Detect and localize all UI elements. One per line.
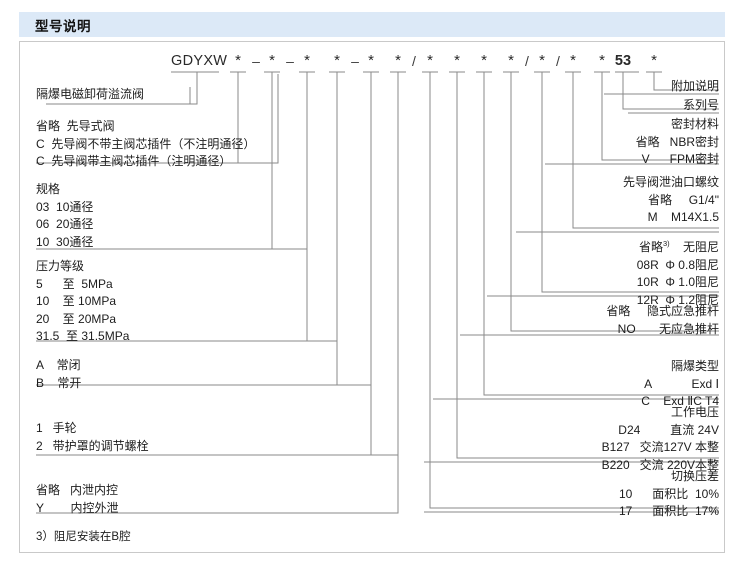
model-code-token-9: / [412,53,416,69]
group-line: NO 无应急推杆 [617,321,719,336]
model-code-token-2: * [269,52,275,69]
group-pressure-rating: 压力等级 5 至 5MPa 10 至 10MPa 20 至 20MPa 31.5… [36,258,129,346]
model-code-token-8: * [395,52,401,69]
model-code-token-4: * [304,52,310,69]
model-code-token-12: * [481,52,487,69]
model-code-token-6: – [351,53,359,69]
group-line: 2 带护罩的调节螺栓 [36,438,149,453]
model-code-token-0: * [235,52,241,69]
group-drain-control: 省略 内泄内控 Y 内控外泄 [36,482,118,517]
group-line: B220 交流 220V本整 [601,457,719,472]
group-line: 1 手轮 [36,421,77,435]
model-code-token-13: * [508,52,514,69]
group-switch-pressure-diff: 切换压差 10 面积比 10% 17 面积比 17% [489,468,719,521]
damping-none-label: 省略 [638,240,663,254]
group-line: 省略 先导式阀 [36,119,115,133]
footnote-marker: 3) [662,239,670,248]
damping-none-tail: 无阻尼 [669,240,719,254]
group-line: 省略 隐式应急推杆 [606,304,719,318]
page-title: 型号说明 [35,18,91,34]
group-pilot-type: 省略 先导式阀 C 先导阀不带主阀芯插件（不注明通径） C 先导阀带主阀芯插件（… [36,118,255,171]
group-size-spec: 规格 03 10通径 06 20通径 10 30通径 [36,181,93,251]
model-code-token-7: * [368,52,374,69]
group-line: C Exd ⅡC T4 [641,394,719,408]
model-code-token-19: 53 [614,53,632,69]
model-code-token-1: – [252,53,260,69]
model-code-token-17: * [570,52,576,69]
group-line: M M14X1.5 [647,210,719,224]
group-line: 31.5 至 31.5MPa [36,329,130,343]
group-line: 20 至 20MPa [36,311,117,326]
group-line: 系列号 [682,98,719,112]
group-line: 省略 NBR密封 [635,134,719,149]
model-code-token-18: * [599,52,605,69]
model-code-token-11: * [454,52,460,69]
group-product-name: 隔爆电磁卸荷溢流阀 [36,86,144,104]
group-series-number: 系列号 [519,97,719,115]
model-code-row: GDYXW *–*–**–**/****/*/**53* [0,52,744,74]
group-line: 08R Φ 0.8阻尼 [636,257,719,272]
group-line: 03 10通径 [36,199,94,214]
group-line: 5 至 5MPa [36,276,113,291]
group-line: A 常闭 [36,358,81,372]
group-line: 切换压差 [670,469,719,483]
group-line: 隔爆电磁卸荷溢流阀 [36,87,145,101]
model-code-token-3: – [286,53,294,69]
group-additional-note: 附加说明 [519,78,719,96]
group-line: 10 30通径 [36,234,94,249]
group-line: 06 20通径 [36,217,94,231]
model-code-token-15: * [539,52,545,69]
group-line: 17 面积比 17% [618,504,719,518]
footnote-text: 3）阻尼安装在B腔 [36,531,131,543]
group-damping-orifice: 省略3) 无阻尼 08R Φ 0.8阻尼 10R Φ 1.0阻尼 12R Φ 1… [499,239,719,309]
model-code-token-5: * [334,52,340,69]
group-line: B127 交流127V 本整 [601,440,719,454]
group-explosion-proof-type: 隔爆类型 A Exd Ⅰ C Exd ⅡC T4 [499,358,719,411]
group-line: 压力等级 [36,259,85,273]
group-emergency-pushrod: 省略 隐式应急推杆 NO 无应急推杆 [499,303,719,338]
group-line: V FPM密封 [641,152,719,166]
group-line: 省略 G1/4" [648,192,719,207]
model-code-prefix: GDYXW [171,53,228,69]
model-code-token-16: / [556,53,560,69]
group-pilot-drain-thread: 先导阀泄油口螺纹 省略 G1/4" M M14X1.5 [499,174,719,227]
group-line: 工作电压 [670,405,719,419]
group-line: 附加说明 [670,79,719,93]
group-line-damping-none: 省略3) 无阻尼 [499,239,719,257]
group-line: 规格 [36,182,61,196]
group-seal-material: 密封材料 省略 NBR密封 V FPM密封 [499,116,719,169]
group-working-voltage: 工作电压 D24 直流 24V B127 交流127V 本整 B220 交流 2… [489,404,719,474]
group-line: B 常开 [36,375,82,390]
group-adjust-type: 1 手轮 2 带护罩的调节螺栓 [36,420,149,455]
model-code-token-10: * [427,52,433,69]
group-line: 10 至 10MPa [36,294,117,308]
group-line: 10R Φ 1.0阻尼 [636,275,719,289]
group-line: 省略 内泄内控 [36,483,119,497]
group-line: C 先导阀不带主阀芯插件（不注明通径） [36,136,256,151]
section-header-bar: 型号说明 [19,12,725,37]
group-line: D24 直流 24V [618,422,719,437]
group-line: A Exd Ⅰ [644,376,719,391]
group-line: 先导阀泄油口螺纹 [622,175,719,189]
group-line: 12R Φ 1.2阻尼 [636,292,719,307]
group-line: Y 内控外泄 [36,500,119,515]
model-code-token-20: * [651,52,657,69]
group-line: 密封材料 [670,117,719,131]
group-line: C 先导阀带主阀芯插件（注明通径） [36,154,232,168]
group-line: 10 面积比 10% [618,486,719,501]
model-code-token-14: / [525,53,529,69]
group-line: 隔爆类型 [670,359,719,373]
group-valve-state: A 常闭 B 常开 [36,357,81,392]
